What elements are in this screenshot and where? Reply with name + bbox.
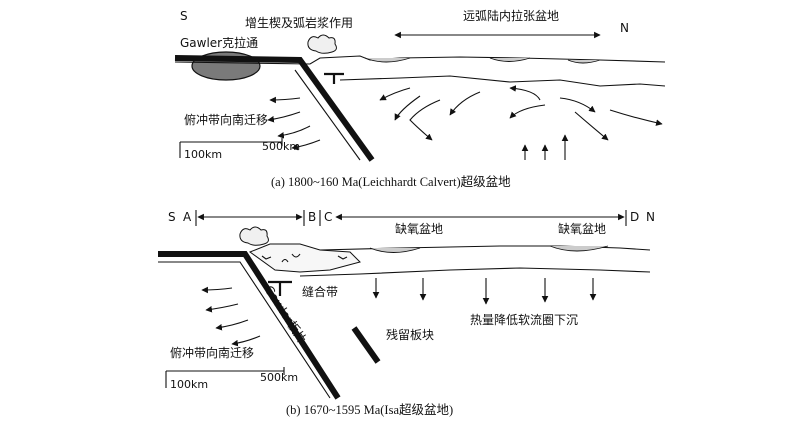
panel-b-scale-end: 500km	[260, 371, 298, 384]
panel-a-flow-arrow	[449, 91, 481, 116]
panel-b-scale-bar	[165, 367, 285, 388]
panel-a-flow-arrow	[379, 87, 411, 101]
panel-b-remnant-label: 残留板块	[386, 328, 434, 342]
panel-a-scale-bar	[179, 138, 283, 158]
panel-b-migration-label: 俯冲带向南迁移	[170, 345, 254, 360]
panel-a-north-label: N	[620, 21, 629, 35]
panel-a-south-label: S	[180, 9, 188, 23]
panel-b: S A B C D N 缺氧盆地 缺氧盆地 缝合带	[158, 210, 655, 417]
panel-b-basin-lens	[369, 247, 421, 253]
panel-b-caption: (b) 1670~1595 Ma(Isa超级盆地)	[286, 402, 453, 417]
panel-b-migration-arrow	[231, 335, 261, 347]
panel-b-basin-lens	[549, 245, 609, 252]
panel-a-slab-inner-edge	[294, 69, 361, 161]
panel-b-south-label: S	[168, 210, 176, 224]
panel-b-lithosphere-base	[299, 267, 651, 277]
panel-a: S N 增生楔及弧岩浆作用 远弧陆内拉张盆地 Gawler克拉通	[174, 8, 666, 189]
panel-b-d-label: D	[630, 210, 639, 224]
panel-a-flow-arrow	[574, 111, 609, 141]
panel-a-flow-arrow	[409, 99, 441, 141]
panel-b-section-ticks	[195, 210, 627, 226]
panel-b-migration-arrow	[215, 319, 249, 331]
panel-a-basin-lens	[489, 57, 531, 62]
panel-a-magma-cloud-icon	[307, 34, 337, 54]
panel-a-migration-arrow	[269, 96, 301, 104]
panel-a-flow-arrow	[394, 95, 421, 121]
panel-a-migration-label: 俯冲带向南迁移	[184, 112, 268, 127]
panel-b-wedge-fabric	[261, 253, 348, 263]
panel-a-basin-label: 远弧陆内拉张盆地	[463, 8, 559, 23]
panel-b-magma-cloud-icon	[239, 226, 269, 246]
panel-a-scale-start: 100km	[184, 148, 222, 161]
panel-b-north-label: N	[646, 210, 655, 224]
panel-b-slab-inner-edge	[158, 261, 331, 399]
panel-b-b-label: B	[308, 210, 316, 224]
panel-b-accretionary-wedge	[248, 243, 361, 273]
panel-b-fault-marker	[268, 280, 292, 296]
panel-b-subducting-slab	[158, 251, 341, 400]
panel-a-basin-lens	[364, 57, 411, 63]
panel-a-flow-arrow	[509, 85, 541, 101]
panel-a-migration-arrow	[291, 139, 321, 151]
panel-a-lithosphere-base	[339, 75, 666, 87]
panel-b-a-label: A	[183, 210, 192, 224]
panel-a-migration-arrow	[277, 125, 311, 139]
panel-b-remnant-slab	[351, 326, 381, 364]
panel-a-basin-lens	[567, 59, 601, 64]
panel-b-anoxic-basin-1: 缺氧盆地	[395, 221, 443, 236]
panel-a-scale-end: 500km	[262, 140, 300, 153]
panel-b-thermal-label: 热量降低软流圈下沉	[470, 313, 578, 327]
panel-b-migration-arrow	[205, 303, 239, 313]
panel-b-suture-label: 缝合带	[302, 284, 338, 299]
panel-a-fault-marker	[324, 72, 344, 84]
panel-a-caption: (a) 1800~160 Ma(Leichhardt Calvert)超级盆地	[271, 174, 511, 189]
panel-a-wedge-label: 增生楔及弧岩浆作用	[245, 15, 353, 30]
panel-a-subducting-slab	[174, 55, 375, 162]
panel-b-scale-start: 100km	[170, 378, 208, 391]
panel-b-anoxic-basin-2: 缺氧盆地	[558, 221, 606, 236]
panel-b-c-label: C	[324, 210, 332, 224]
panel-a-craton-label: Gawler克拉通	[180, 35, 258, 50]
panel-a-flow-arrow	[509, 104, 546, 119]
panel-a-flow-arrow	[559, 97, 596, 113]
panel-a-flow-arrow	[609, 109, 663, 126]
panel-a-migration-arrow	[267, 111, 301, 123]
panel-b-migration-arrow	[201, 286, 233, 294]
